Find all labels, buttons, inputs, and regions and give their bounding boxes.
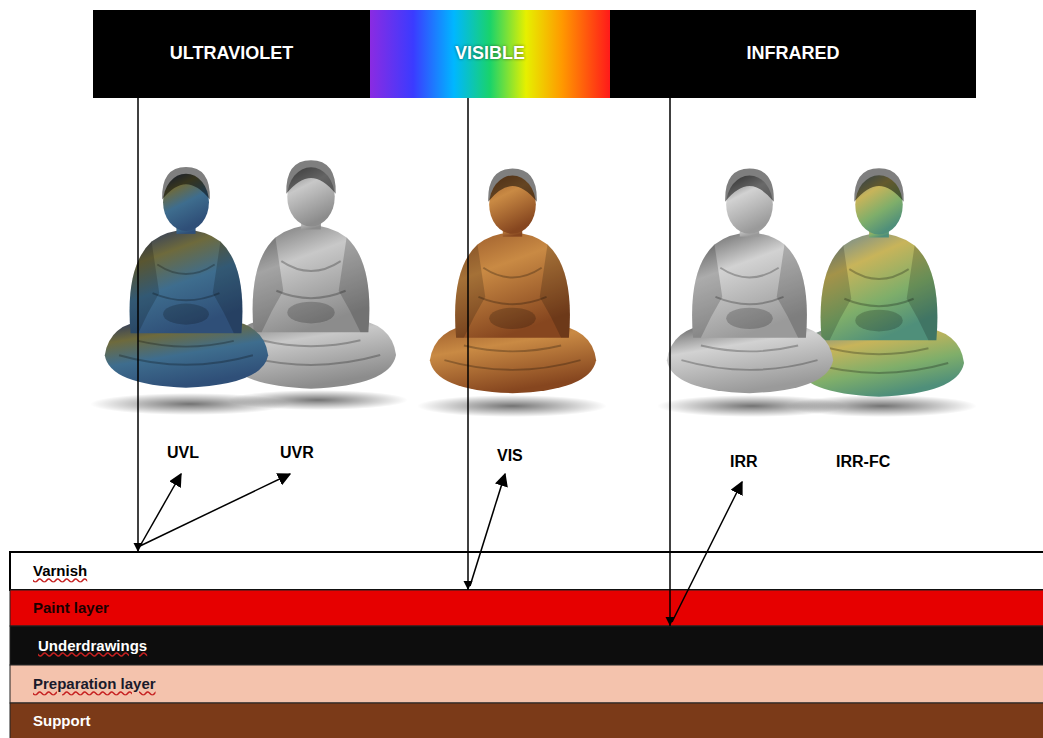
connector-line <box>669 98 671 626</box>
layer-band: Preparation layer <box>10 665 1043 703</box>
leader-arrows-part <box>140 474 290 546</box>
imaging-label: IRR-FC <box>836 452 890 471</box>
figure-shadows <box>90 390 977 417</box>
layer-bands-part <box>10 703 1043 738</box>
buddha-figures-part <box>667 169 833 394</box>
arrow-head <box>134 543 143 552</box>
layer-bands-part <box>10 590 1043 626</box>
leader-arrows-part <box>470 474 505 586</box>
figure-shadows-part <box>417 395 607 417</box>
spectrum-band: INFRARED <box>610 10 976 98</box>
layer-name: ULTRAVIOLET <box>170 43 293 65</box>
layer-bands-part <box>10 552 1043 590</box>
layer-name: Preparation layer <box>33 675 156 693</box>
leader-arrows-part <box>140 474 181 546</box>
leader-arrows-part <box>672 482 742 622</box>
layer-name: Varnish <box>33 562 87 580</box>
figure-shadows-part <box>228 390 408 410</box>
layer-band: Paint layer <box>10 590 1043 626</box>
layer-bands <box>10 552 1043 738</box>
layer-band: Underdrawings <box>10 626 1043 665</box>
figure-shadows-part <box>787 395 977 417</box>
buddha-figures-part <box>105 167 268 388</box>
layer-name: INFRARED <box>747 43 840 65</box>
imaging-label: VIS <box>497 446 523 465</box>
imaging-label: IRR <box>730 452 758 471</box>
arrow-head <box>666 617 675 626</box>
buddha-figures <box>105 160 964 396</box>
layer-bands-part <box>10 626 1043 665</box>
spectrum-band: VISIBLE <box>370 10 610 98</box>
connector-line <box>467 98 469 590</box>
arrow-head <box>464 581 473 590</box>
imaging-label: UVL <box>167 443 199 462</box>
connector <box>134 98 143 552</box>
layer-band: Support <box>10 703 1043 738</box>
connector <box>464 98 473 590</box>
connector <box>666 98 675 626</box>
imaging-label: UVR <box>280 443 314 462</box>
layer-name: Paint layer <box>33 599 109 617</box>
layer-name: Support <box>33 712 91 730</box>
connector-line <box>137 98 139 552</box>
spectrum-band: ULTRAVIOLET <box>93 10 370 98</box>
layer-name: Underdrawings <box>38 637 147 655</box>
buddha-figures-part <box>430 169 596 394</box>
layer-bands-part <box>10 665 1043 703</box>
layer-name: VISIBLE <box>455 43 525 65</box>
leader-arrows <box>140 474 742 622</box>
layer-band: Varnish <box>10 552 1043 590</box>
